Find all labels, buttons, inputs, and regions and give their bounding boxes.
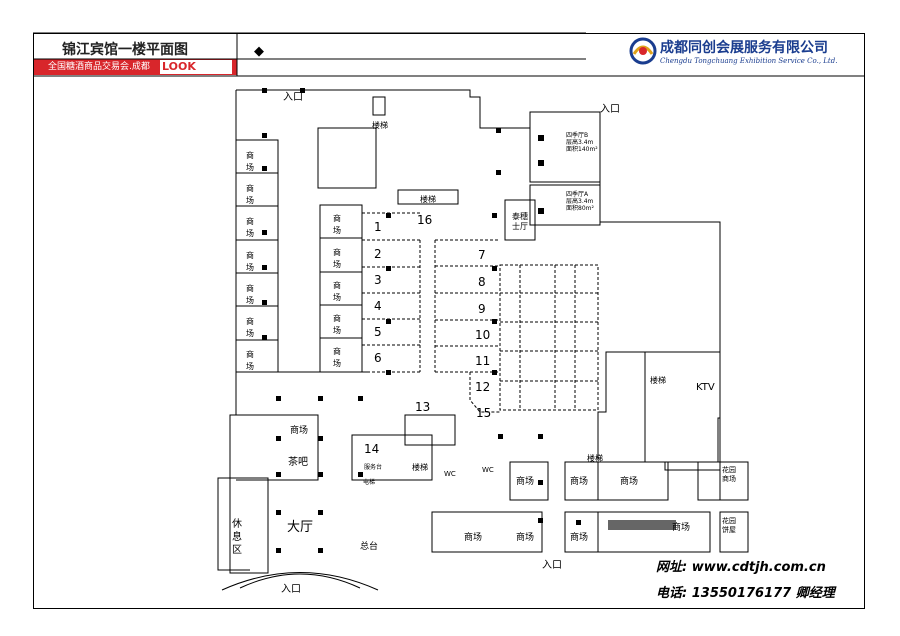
website-line: 网址: www.cdtjh.com.cn bbox=[656, 560, 826, 575]
elevator-label: 电梯 bbox=[363, 479, 376, 486]
wc-label: WC bbox=[444, 470, 456, 478]
entrance-label: 入口 bbox=[600, 104, 620, 115]
booth-number: 2 bbox=[374, 247, 382, 261]
company-name: 成都同创会展服务有限公司 bbox=[660, 40, 828, 56]
stairs-label: 楼梯 bbox=[587, 454, 603, 463]
shop-label: 商场 bbox=[246, 350, 254, 371]
taiji-hall-label: 泰穗士厅 bbox=[512, 212, 528, 231]
shop-label: 商场 bbox=[246, 151, 254, 172]
diamond-marker: ◆ bbox=[254, 44, 264, 59]
page-title: 锦江宾馆一楼平面图 bbox=[62, 42, 188, 58]
phone-line: 电话: 13550176177 卿经理 bbox=[656, 586, 835, 601]
booth-number: 16 bbox=[417, 213, 433, 227]
stairs-label: 楼梯 bbox=[650, 376, 666, 385]
booth-number: 6 bbox=[374, 351, 382, 365]
shop-label: 商场 bbox=[516, 533, 535, 543]
front-desk-label: 总台 bbox=[360, 542, 379, 552]
shop-label: 商场 bbox=[246, 284, 254, 305]
entrance-label: 入口 bbox=[281, 584, 301, 595]
shop-label: 商场 bbox=[620, 477, 639, 487]
booth-number: 11 bbox=[475, 354, 491, 368]
booth-number: 13 bbox=[415, 400, 431, 414]
shop-label: 商场 bbox=[333, 281, 341, 302]
company-name-en: Chengdu Tongchuang Exhibition Service Co… bbox=[660, 57, 838, 65]
stairs-label: 楼梯 bbox=[412, 463, 428, 472]
shop-label: 商场 bbox=[570, 533, 589, 543]
shop-label: 商场 bbox=[570, 477, 589, 487]
hall-label: 大厅 bbox=[287, 520, 314, 535]
ktv-label: KTV bbox=[696, 382, 715, 393]
shop-label: 商场 bbox=[333, 314, 341, 335]
shop-label: 商场 bbox=[333, 248, 341, 269]
shop-label: 商场 bbox=[246, 217, 254, 238]
shop-label: 商场 bbox=[672, 523, 691, 533]
wc-label: WC bbox=[482, 466, 494, 474]
shop-label: 商场 bbox=[246, 251, 254, 272]
booth-number: 3 bbox=[374, 273, 382, 287]
booth-number: 12 bbox=[475, 380, 491, 394]
booth-number: 14 bbox=[364, 442, 380, 456]
shop-label: 商场 bbox=[290, 426, 309, 436]
booth-number: 4 bbox=[374, 299, 382, 313]
stairs-label: 楼梯 bbox=[420, 195, 436, 204]
company-logo-icon bbox=[629, 37, 657, 65]
booth-number: 7 bbox=[478, 248, 486, 262]
shop-label: 商场 bbox=[246, 184, 254, 205]
event-subtitle: 全国糖酒商品交易会.成都 bbox=[48, 62, 150, 72]
entrance-label: 入口 bbox=[542, 560, 562, 571]
booth-number: 1 bbox=[374, 220, 382, 234]
shop-label: 商场 bbox=[516, 477, 535, 487]
booth-number: 10 bbox=[475, 328, 491, 342]
shop-label: 商场 bbox=[333, 214, 341, 235]
booth-number: 15 bbox=[476, 406, 492, 420]
garden-shop-label: 花园商场 bbox=[722, 466, 736, 483]
rest-area-label: 休息区 bbox=[232, 519, 242, 556]
booth-number: 8 bbox=[478, 275, 486, 289]
tea-bar-label: 茶吧 bbox=[288, 457, 308, 468]
booth-number: 5 bbox=[374, 325, 382, 339]
garden-bar-label: 花园饼屋 bbox=[722, 517, 736, 534]
service-room-label: 服务台 bbox=[364, 464, 383, 471]
look-logo: LOOK bbox=[160, 60, 232, 74]
stairs-label: 楼梯 bbox=[372, 121, 388, 130]
shop-label: 商场 bbox=[333, 347, 341, 368]
shop-label: 商场 bbox=[246, 317, 254, 338]
booth-number: 9 bbox=[478, 302, 486, 316]
entrance-label: 入口 bbox=[283, 92, 303, 103]
shop-label: 商场 bbox=[464, 533, 483, 543]
